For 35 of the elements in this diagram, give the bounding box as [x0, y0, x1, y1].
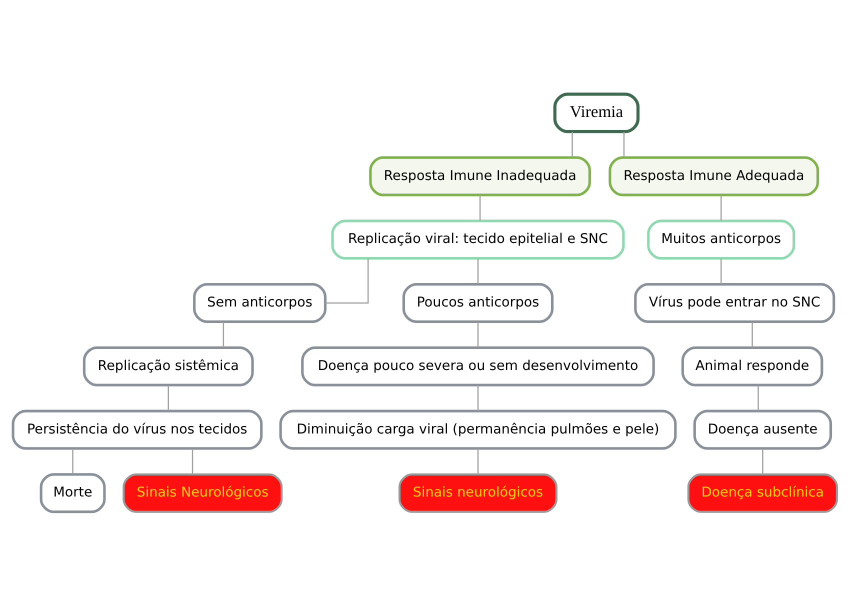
- connector: [477, 448, 479, 474]
- connector: [572, 132, 573, 158]
- connector: [720, 195, 722, 221]
- node-box: Doença ausente: [693, 410, 832, 450]
- node-box: Replicação viral: tecido epitelial e SNC: [331, 220, 625, 260]
- node-box: Resposta Imune Adequada: [608, 156, 820, 196]
- connector: [623, 132, 625, 158]
- node-box: Morte: [40, 473, 106, 514]
- node-box: Muitos anticorpos: [647, 220, 796, 260]
- connector: [477, 385, 479, 411]
- connector: [192, 448, 194, 474]
- node-box: Vírus pode entrar no SNC: [634, 283, 836, 323]
- node-box: Sinais neurológicos: [398, 473, 558, 513]
- connector: [477, 322, 479, 348]
- node-box: Doença pouco severa ou sem desenvolvimento: [301, 346, 655, 386]
- node-box: Viremia: [553, 92, 640, 134]
- node-box: Persistência do vírus nos tecidos: [12, 410, 263, 450]
- node-box: Animal responde: [681, 346, 824, 386]
- connector: [325, 258, 369, 304]
- connector: [758, 385, 759, 411]
- connector: [72, 448, 74, 474]
- connector: [477, 258, 479, 284]
- node-box: Sinais Neurológicos: [122, 473, 283, 513]
- node-box: Diminuição carga viral (permanência pulmões e pele): [279, 410, 677, 450]
- connector: [762, 448, 764, 474]
- node-box: Doença subclínica: [687, 473, 838, 513]
- node-box: Sem anticorpos: [193, 283, 327, 323]
- connector: [168, 385, 169, 411]
- connector: [752, 322, 753, 348]
- connector: [479, 195, 481, 221]
- node-box: Resposta Imune Inadequada: [369, 156, 591, 196]
- node-box: Replicação sistêmica: [82, 346, 254, 386]
- node-box: Poucos anticorpos: [402, 283, 554, 323]
- connector: [222, 322, 224, 348]
- connector: [720, 258, 722, 284]
